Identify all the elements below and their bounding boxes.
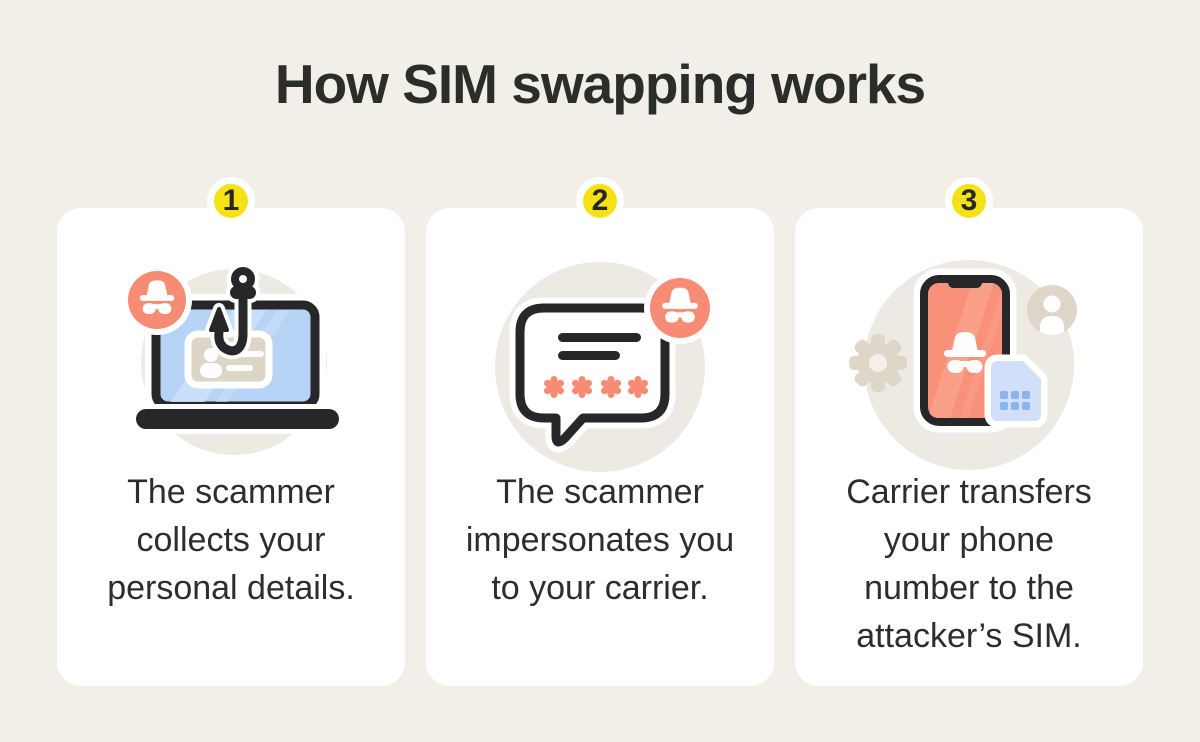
gear-icon <box>849 334 907 392</box>
phone-sim-transfer-icon <box>849 250 1084 480</box>
step-caption: The scammer collects your personal detai… <box>107 473 355 607</box>
steps-row: 1 <box>57 177 1143 686</box>
step-card-3: 3 <box>795 177 1143 686</box>
scammer-badge-icon <box>122 265 192 335</box>
page-title: How SIM swapping works <box>274 53 926 115</box>
step-card-1: 1 <box>57 177 405 686</box>
step-card-2: 2 <box>426 177 774 686</box>
fishhook-icon <box>205 262 260 360</box>
step-number: 1 <box>222 184 240 217</box>
step-number: 2 <box>591 184 609 217</box>
speech-bubble-icon <box>509 297 676 453</box>
step-caption: The scammer impersonates you to your car… <box>465 473 735 607</box>
message-password-icon <box>485 250 716 480</box>
step-badge-1: 1 <box>207 177 255 225</box>
step-badge-2: 2 <box>576 177 624 225</box>
laptop-phishing-icon <box>116 250 346 480</box>
sim-card-icon <box>984 354 1048 428</box>
step-badge-3: 3 <box>945 177 993 225</box>
sim-contacts-grid <box>1000 391 1030 410</box>
person-icon <box>1027 285 1077 335</box>
step-number: 3 <box>960 184 978 217</box>
scammer-badge-icon <box>644 272 716 344</box>
step-caption: Carrier transfers your phone number to t… <box>846 473 1092 655</box>
